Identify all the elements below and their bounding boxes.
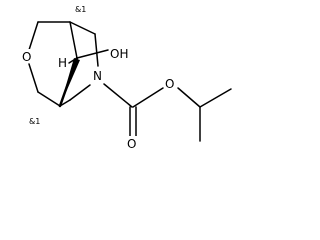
ester-oxygen-label: O <box>165 77 174 91</box>
carbamate-bonds <box>103 83 232 142</box>
bond-c9-h <box>68 57 78 64</box>
stereo-label-bottom: &1 <box>29 117 40 126</box>
bond-o-c4 <box>28 63 39 93</box>
bond-c1-c9 <box>69 21 78 59</box>
bond-n-c6 <box>69 84 91 101</box>
bond-carbonyl-c-o <box>132 87 164 108</box>
bond-c1-c8 <box>69 21 96 35</box>
nitrogen-label: N <box>93 69 102 83</box>
wedge-bond-c5-c9 <box>60 58 80 106</box>
bicyclic-core-bonds <box>28 21 109 108</box>
ring-oxygen-label: O <box>22 50 31 64</box>
bond-o-c2 <box>28 21 39 51</box>
ring-oxygen-bg <box>21 49 34 63</box>
hydrogen-bg <box>57 56 67 70</box>
bond-n-carbonyl-c <box>103 83 133 108</box>
hydrogen-label: H <box>58 56 67 70</box>
bond-c4-c5 <box>37 91 61 107</box>
stereo-label-top: &1 <box>75 5 86 14</box>
carbonyl-oxygen-bg <box>126 136 139 150</box>
hydroxyl-bg <box>109 46 130 60</box>
bond-c9-oh <box>76 49 109 59</box>
bond-ch-methyl-top <box>199 88 232 108</box>
bond-c8-n <box>94 33 99 67</box>
ester-oxygen-bg <box>164 76 177 90</box>
chemical-structure: O OH H N O O &1 &1 <box>21 5 232 151</box>
bond-o-isopropyl-ch <box>177 87 201 108</box>
hydroxyl-label: OH <box>110 47 128 61</box>
carbonyl-oxygen-label: O <box>127 137 136 151</box>
nitrogen-bg <box>92 68 105 82</box>
